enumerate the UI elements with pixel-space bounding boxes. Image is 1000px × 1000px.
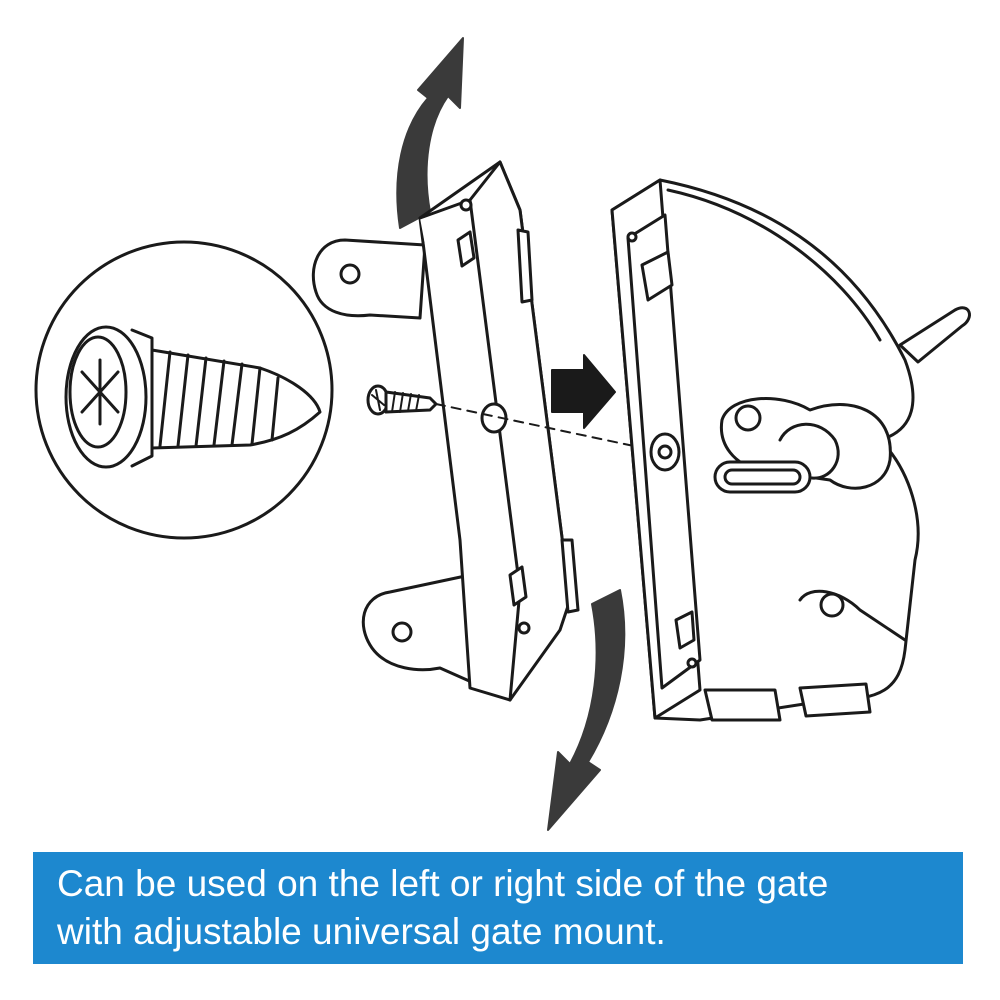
alignment-guide-line: [435, 403, 663, 453]
caption-line-2: with adjustable universal gate mount.: [57, 911, 666, 952]
mounting-screw: [366, 384, 438, 416]
caption-line-1: Can be used on the left or right side of…: [57, 863, 829, 904]
universal-gate-mount-bracket: [311, 160, 580, 702]
rotate-up-arrow-icon: [396, 37, 464, 229]
caption-banner: Can be used on the left or right side of…: [33, 852, 963, 964]
gate-latch-assembly-illustration: [34, 37, 971, 831]
push-right-arrow-icon: [551, 354, 616, 429]
rotate-down-arrow-icon: [547, 589, 626, 831]
gate-latch-body: [610, 178, 971, 722]
screw-closeup-icon: [34, 240, 334, 540]
